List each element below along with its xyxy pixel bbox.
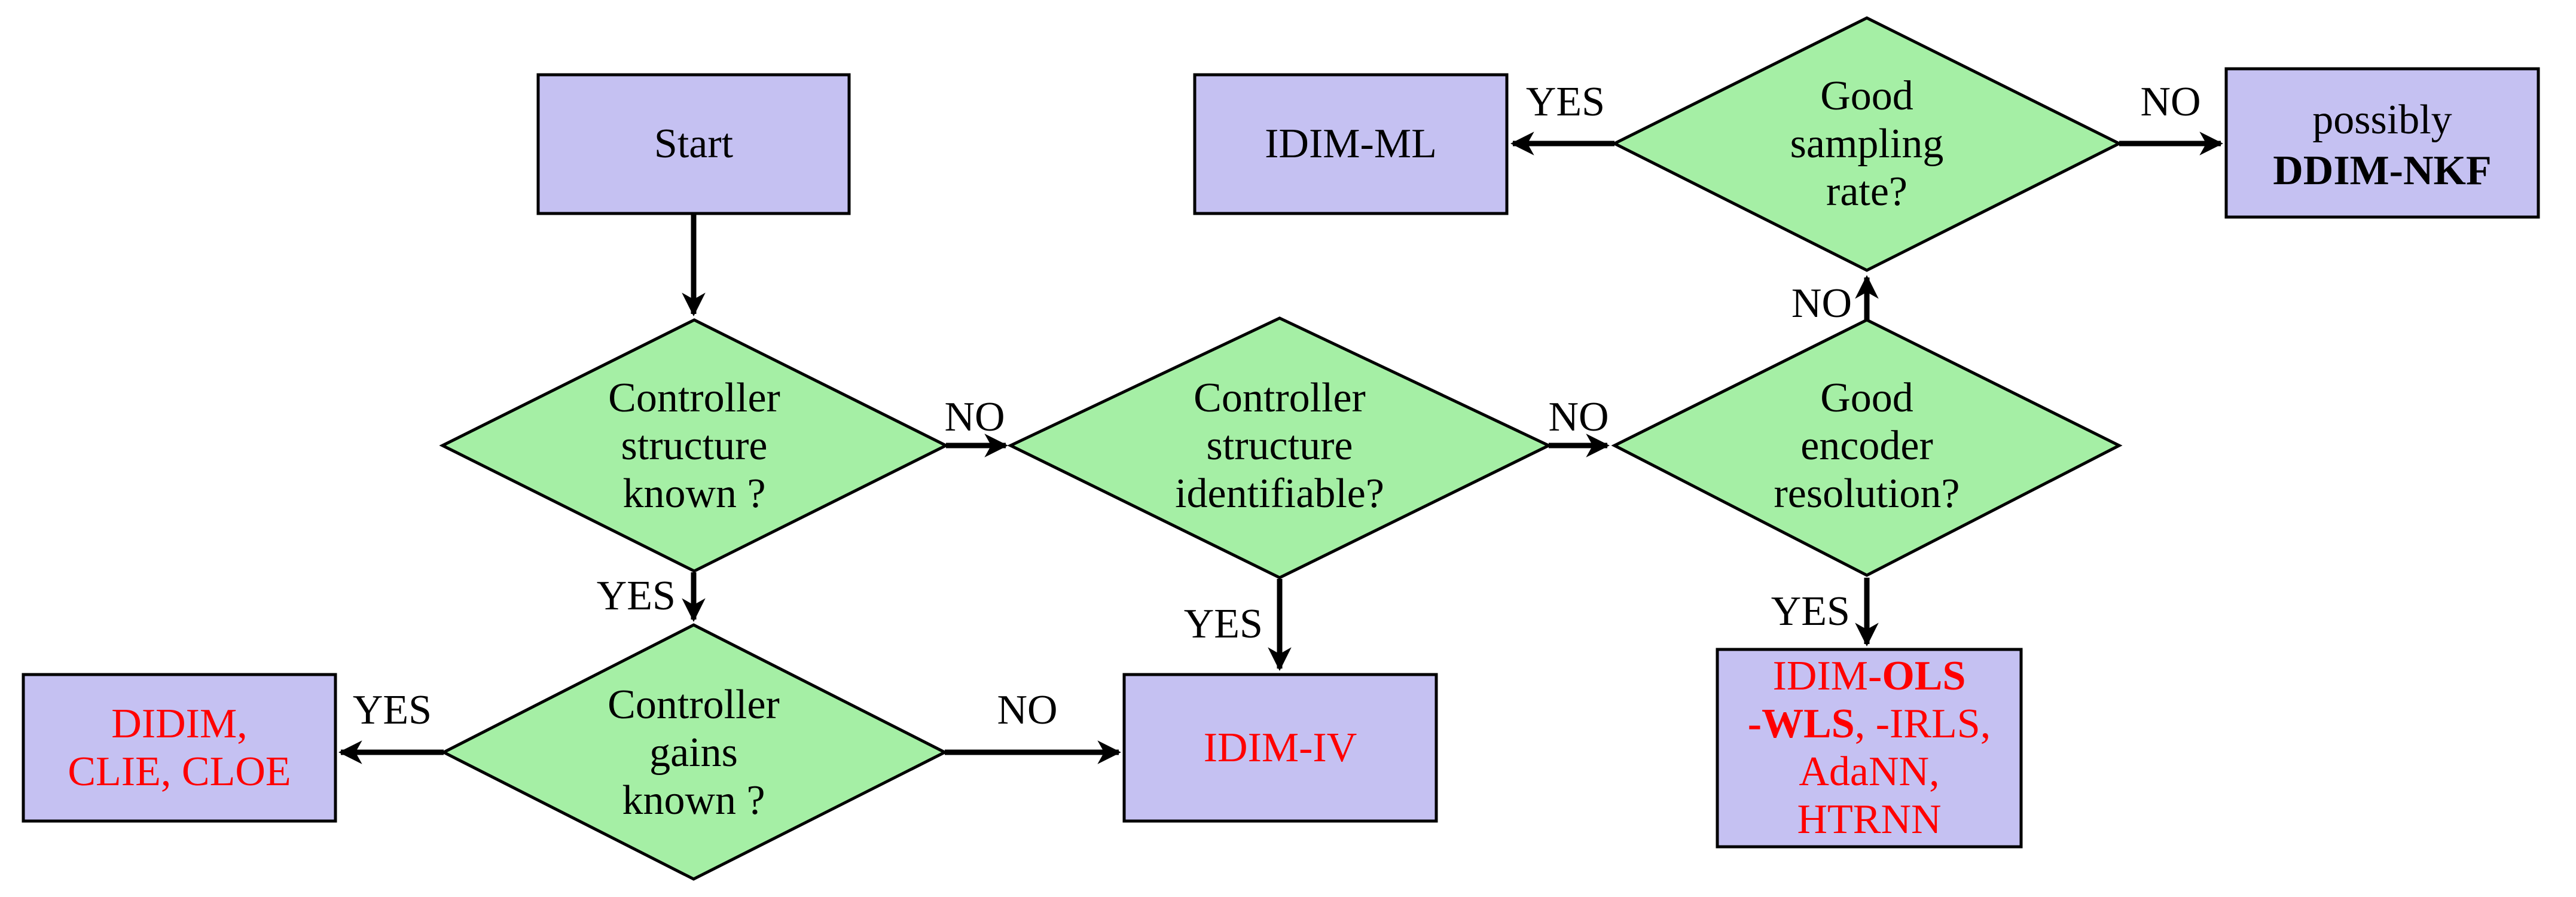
- idim-ols-line1-bold: OLS: [1882, 653, 1965, 699]
- good-sampling-rate-line2: sampling: [1790, 121, 1944, 167]
- didim-clie-cloe-line2: CLIE, CLOE: [68, 749, 291, 795]
- didim-clie-cloe-box: [22, 673, 337, 823]
- controller-structure-identifiable-line2: structure: [1207, 423, 1353, 469]
- controller-structure-identifiable-line3: identifiable?: [1175, 471, 1384, 517]
- idim-iv-box: [1122, 673, 1438, 823]
- good-encoder-resolution-line2: encoder: [1800, 423, 1933, 469]
- idim-iv-label: IDIM-IV: [1204, 725, 1357, 771]
- label-identifiable-yes: YES: [1184, 601, 1263, 647]
- idim-ols-line2-regular: , -IRLS,: [1855, 701, 1991, 747]
- controller-gains-known-line2: gains: [649, 730, 738, 776]
- controller-structure-known-line3: known ?: [622, 471, 765, 517]
- label-gains-no: NO: [997, 687, 1057, 733]
- good-encoder-resolution-line1: Good: [1820, 375, 1913, 421]
- start-box: [536, 73, 851, 215]
- idim-ols-line2-bold: -WLS: [1748, 701, 1855, 747]
- ddim-nkf-line1: possibly: [2312, 97, 2452, 143]
- diamond-controller-structure-identifiable: [1007, 316, 1552, 579]
- good-encoder-resolution-line3: resolution?: [1774, 471, 1960, 517]
- label-encoder-yes: YES: [1771, 588, 1850, 634]
- label-gains-yes: YES: [353, 687, 432, 733]
- controller-structure-identifiable-line1: Controller: [1194, 375, 1366, 421]
- diamond-good-sampling-rate: [1611, 16, 2123, 272]
- didim-clie-cloe-line1: DIDIM,: [111, 701, 247, 747]
- idim-ols-line1: IDIM-OLS: [1773, 653, 1966, 699]
- diamond-good-encoder-resolution: [1611, 318, 2123, 577]
- idim-ols-line2: -WLS, -IRLS,: [1748, 701, 1991, 747]
- idim-ols-line1-regular: IDIM-: [1773, 653, 1882, 699]
- diamond-controller-structure-known: [439, 318, 950, 573]
- controller-gains-known-line1: Controller: [608, 682, 780, 728]
- label-encoder-no: NO: [1791, 280, 1852, 327]
- label-structure-known-yes: YES: [597, 573, 676, 619]
- ddim-nkf-line2: DDIM-NKF: [2273, 148, 2491, 194]
- good-sampling-rate-line3: rate?: [1826, 169, 1907, 215]
- controller-structure-known-line2: structure: [621, 423, 768, 469]
- idim-ols-line4: HTRNN: [1797, 797, 1941, 843]
- ddim-nkf-box: [2224, 67, 2540, 219]
- idim-ols-box: [1716, 648, 2023, 849]
- controller-structure-known-line1: Controller: [608, 375, 780, 421]
- idim-ols-line3: AdaNN,: [1799, 749, 1939, 795]
- start-label: Start: [654, 121, 734, 167]
- label-structure-known-no: NO: [944, 394, 1005, 440]
- idim-ml-label: IDIM-ML: [1265, 121, 1437, 167]
- label-identifiable-no: NO: [1548, 394, 1609, 440]
- good-sampling-rate-line1: Good: [1820, 73, 1913, 119]
- label-sampling-yes: YES: [1526, 79, 1605, 125]
- label-sampling-no: NO: [2140, 79, 2200, 125]
- diamond-controller-gains-known: [440, 623, 948, 881]
- controller-gains-known-line3: known ?: [622, 777, 765, 823]
- idim-ml-box: [1193, 73, 1509, 215]
